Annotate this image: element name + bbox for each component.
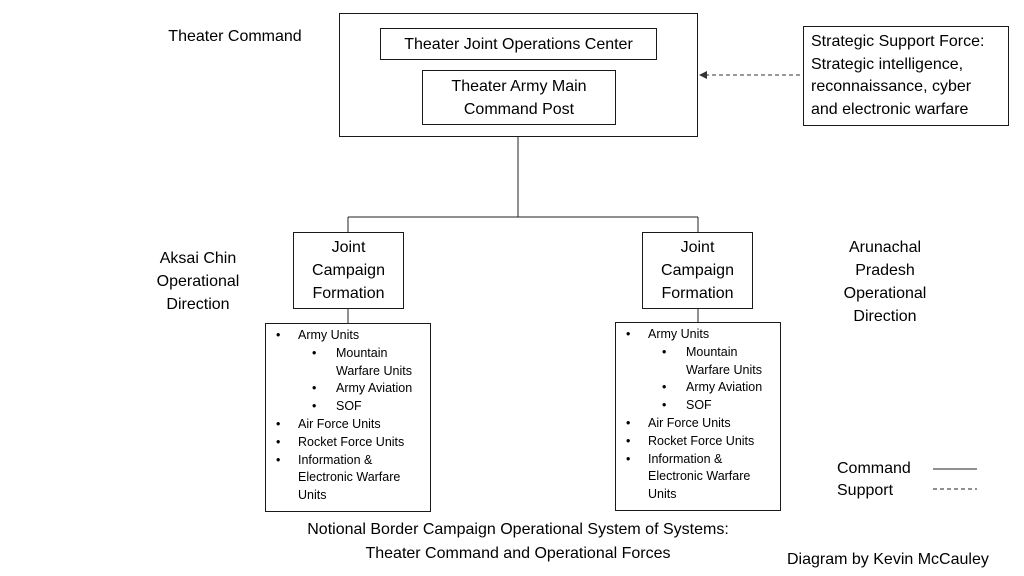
arunachal-line-1: Arunachal (848, 239, 922, 256)
legend-command-label: Command (837, 460, 911, 477)
info-line-2: Electronic Warfare (298, 470, 401, 485)
info-line-3: Units (298, 488, 327, 503)
army-units-label: Army Units (648, 327, 710, 341)
bullet-icon: • (626, 433, 631, 448)
strategic-support-force-box: Strategic Support Force: Strategic intel… (803, 26, 1009, 126)
bullet-icon: • (276, 452, 281, 467)
mountain-line-2: Warfare Units (336, 363, 412, 378)
list-item: • Rocket Force Units (626, 433, 780, 451)
sof-label: SOF (686, 398, 712, 413)
bullet-icon: • (662, 380, 667, 395)
formation-right-line-2: Campaign (661, 262, 734, 279)
formation-left-line-1: Joint (331, 239, 366, 256)
bullet-icon: • (276, 416, 281, 431)
sof-label: SOF (336, 399, 362, 414)
list-item: • Army Units (626, 326, 780, 344)
rocket-force-label: Rocket Force Units (298, 434, 405, 449)
bullet-icon: • (276, 328, 281, 342)
bullet-icon: • (312, 345, 317, 360)
bullet-icon: • (626, 415, 631, 430)
legend-support-label: Support (837, 482, 894, 499)
bullet-icon: • (626, 327, 631, 341)
army-aviation-label: Army Aviation (686, 380, 763, 395)
list-item: • Army Aviation (298, 380, 430, 398)
diagram-credit: Diagram by Kevin McCauley (787, 551, 989, 568)
joint-campaign-formation-right: Joint Campaign Formation (642, 232, 753, 309)
rocket-force-label: Rocket Force Units (648, 433, 755, 448)
list-item: • Air Force Units (276, 416, 430, 434)
bullet-icon: • (312, 399, 317, 414)
list-item: • Air Force Units (626, 415, 780, 433)
army-post-line-2: Command Post (463, 100, 575, 118)
bullet-icon: • (626, 451, 631, 466)
arunachal-line-3: Operational (843, 285, 927, 302)
bullet-icon: • (662, 398, 667, 413)
ssf-line-4: and electronic warfare (811, 100, 969, 118)
list-item: • Rocket Force Units (276, 434, 430, 452)
air-force-label: Air Force Units (648, 415, 731, 430)
army-aviation-label: Army Aviation (336, 381, 413, 396)
ssf-line-3: reconnaissance, cyber (811, 78, 972, 95)
bullet-icon: • (662, 344, 667, 359)
ssf-line-2: Strategic intelligence, (811, 55, 964, 73)
bullet-icon: • (312, 381, 317, 396)
info-line-1: Information & (648, 451, 723, 466)
aksai-line-2: Operational (156, 273, 240, 290)
arunachal-pradesh-direction-label: Arunachal Pradesh Operational Direction (820, 236, 950, 328)
caption-line-2: Theater Command and Operational Forces (365, 545, 671, 562)
theater-joint-ops-center-box: Theater Joint Operations Center (380, 28, 657, 60)
arunachal-line-2: Pradesh (855, 262, 915, 279)
arunachal-line-4: Direction (853, 308, 917, 325)
caption-line-1: Notional Border Campaign Operational Sys… (307, 521, 729, 538)
list-item: • SOF (648, 397, 780, 415)
formation-right-line-3: Formation (661, 285, 734, 302)
diagram-caption: Notional Border Campaign Operational Sys… (230, 518, 806, 566)
bullet-icon: • (276, 434, 281, 449)
support-arrowhead (699, 71, 707, 79)
info-line-1: Information & (298, 452, 373, 467)
mountain-line-2: Warfare Units (686, 362, 762, 377)
mountain-line-1: Mountain (686, 344, 738, 359)
ssf-line-1: Strategic Support Force: (811, 33, 985, 50)
list-item: • Army Units (276, 327, 430, 345)
aksai-line-3: Direction (166, 296, 230, 313)
army-post-line-1: Theater Army Main (451, 77, 587, 95)
formation-left-line-2: Campaign (312, 262, 385, 279)
list-item: • SOF (298, 398, 430, 416)
aksai-chin-direction-label: Aksai Chin Operational Direction (133, 247, 263, 316)
air-force-label: Air Force Units (298, 416, 381, 431)
theater-joint-ops-center-label: Theater Joint Operations Center (404, 35, 633, 53)
formation-left-line-3: Formation (312, 285, 385, 302)
formation-right-line-1: Joint (680, 239, 715, 256)
info-line-2: Electronic Warfare (648, 469, 751, 484)
info-line-3: Units (648, 487, 677, 502)
list-item: • Army Aviation (648, 379, 780, 397)
aksai-line-1: Aksai Chin (159, 250, 237, 267)
theater-command-label: Theater Command (168, 28, 302, 45)
mountain-line-1: Mountain (336, 345, 388, 360)
joint-campaign-formation-left: Joint Campaign Formation (293, 232, 404, 309)
theater-army-command-post-box: Theater Army Main Command Post (422, 70, 616, 125)
army-units-label: Army Units (298, 328, 360, 342)
